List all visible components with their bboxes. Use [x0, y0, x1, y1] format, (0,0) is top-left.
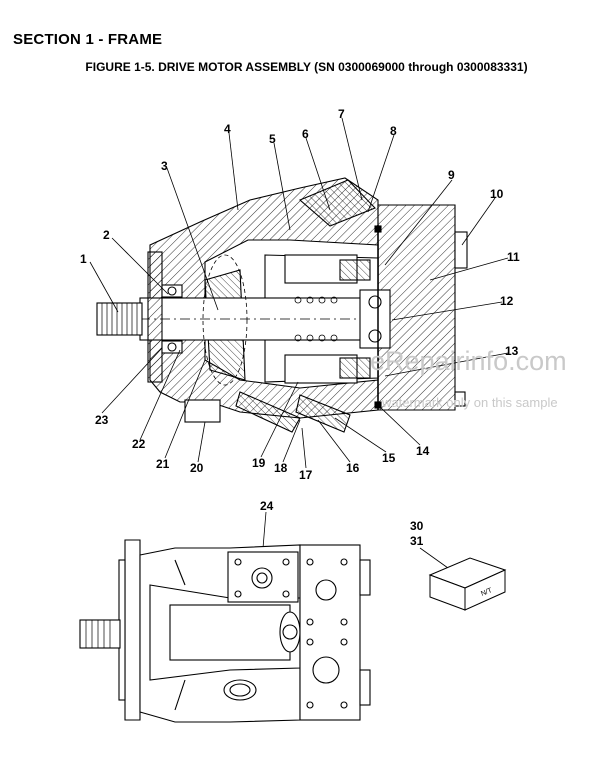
port-plug	[184, 399, 221, 423]
figure-title: FIGURE 1-5. DRIVE MOTOR ASSEMBLY (SN 030…	[85, 60, 528, 74]
callout-24: 24	[260, 499, 274, 513]
callout-22: 22	[132, 437, 146, 451]
seal-kit-box: N/T	[428, 557, 507, 611]
watermark-note: watermark only on this sample	[381, 395, 558, 410]
callout-4: 4	[224, 122, 231, 136]
watermark-site: eRepairinfo.com	[370, 346, 567, 376]
callout-30: 30	[410, 519, 424, 533]
callout-7: 7	[338, 107, 345, 121]
callouts: 1 2 3 4 5 6 7 8 9 10 11 12 13 14 15 16 1…	[80, 107, 520, 548]
callout-15: 15	[382, 451, 396, 465]
kit-box-label: N/T	[480, 587, 494, 598]
exterior-view	[79, 539, 371, 723]
callout-14: 14	[416, 444, 430, 458]
callout-19: 19	[252, 456, 266, 470]
callout-16: 16	[346, 461, 360, 475]
servo-piston-top	[298, 179, 376, 227]
section-title: SECTION 1 - FRAME	[13, 31, 163, 48]
callout-9: 9	[448, 168, 455, 182]
callout-21: 21	[156, 457, 170, 471]
rear-end-cover	[299, 544, 361, 721]
callout-6: 6	[302, 127, 309, 141]
callout-8: 8	[390, 124, 397, 138]
control-assembly-bottom	[295, 394, 351, 433]
callout-17: 17	[299, 468, 313, 482]
callout-13: 13	[505, 344, 519, 358]
callout-10: 10	[490, 187, 504, 201]
end-cover-boss	[454, 231, 468, 269]
callout-18: 18	[274, 461, 288, 475]
callout-1: 1	[80, 252, 87, 266]
callout-3: 3	[161, 159, 168, 173]
callout-23: 23	[95, 413, 109, 427]
callout-5: 5	[269, 132, 276, 146]
sectional-view	[96, 177, 468, 433]
shaft-spline	[96, 302, 143, 336]
callout-12: 12	[500, 294, 514, 308]
callout-20: 20	[190, 461, 204, 475]
callout-2: 2	[103, 228, 110, 242]
callout-31: 31	[410, 534, 424, 548]
callout-11: 11	[507, 250, 520, 264]
front-flange	[147, 251, 163, 383]
